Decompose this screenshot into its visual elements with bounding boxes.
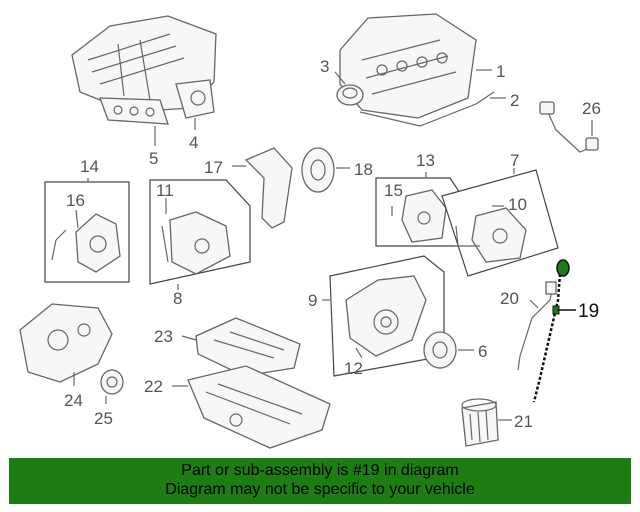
timing-cover-rear[interactable]: [401, 189, 447, 243]
callout-12: 12: [344, 359, 363, 378]
timing-pulley[interactable]: [301, 147, 335, 193]
callout-3: 3: [320, 57, 329, 76]
info-banner: Part or sub-assembly is #19 in diagram D…: [9, 458, 631, 504]
banner-line-1: Part or sub-assembly is #19 in diagram: [181, 462, 459, 479]
callout-5: 5: [149, 149, 158, 168]
callout-18: 18: [354, 160, 373, 179]
callout-9: 9: [308, 291, 317, 310]
intake-gasket[interactable]: [99, 97, 169, 125]
callout-6: 6: [478, 342, 487, 361]
callout-17: 17: [204, 158, 223, 177]
timing-cover-upper[interactable]: [161, 211, 231, 275]
timing-cover-right[interactable]: [455, 207, 527, 263]
oil-filter-adapter[interactable]: [100, 369, 124, 395]
valve-cover-gasket[interactable]: [359, 91, 495, 127]
oil-pump-housing[interactable]: [345, 275, 427, 357]
callout-15: 15: [384, 181, 403, 200]
callout-26: 26: [582, 99, 601, 118]
callout-11: 11: [156, 181, 174, 200]
engine-oil-pump[interactable]: [19, 303, 113, 383]
callout-14: 14: [80, 157, 99, 176]
callout-23: 23: [154, 327, 173, 346]
callout-19: 19: [578, 301, 599, 322]
oil-filter[interactable]: [461, 398, 499, 447]
timing-cover-lower[interactable]: [51, 213, 121, 273]
banner-line-2: Diagram may not be specific to your vehi…: [165, 481, 475, 498]
callout-1: 1: [496, 62, 505, 81]
callout-25: 25: [94, 409, 113, 428]
callout-2: 2: [510, 91, 519, 110]
callout-24: 24: [64, 391, 83, 410]
callout-22: 22: [144, 377, 163, 396]
callout-7: 7: [510, 151, 519, 170]
callout-20: 20: [500, 289, 519, 308]
engine-parts-diagram: 4 5 1 2 3 26 17 18 14 16: [19, 13, 601, 449]
callout-21: 21: [514, 412, 533, 431]
sensor-harness[interactable]: [539, 101, 599, 153]
callout-4: 4: [189, 133, 198, 152]
intake-manifold[interactable]: [71, 15, 217, 119]
timing-belt[interactable]: [244, 147, 293, 229]
callout-16: 16: [66, 191, 85, 210]
callout-10: 10: [508, 195, 527, 214]
oil-pan[interactable]: [187, 365, 331, 449]
callout-8: 8: [173, 289, 182, 308]
dipstick-tube[interactable]: [517, 281, 557, 371]
crankshaft-pulley[interactable]: [423, 331, 457, 369]
valve-cover[interactable]: [339, 13, 477, 119]
baffle-plate[interactable]: [195, 317, 301, 377]
oil-dipstick-highlighted[interactable]: [532, 259, 570, 403]
oil-filler-cap[interactable]: [336, 84, 364, 106]
callout-13: 13: [416, 151, 435, 170]
